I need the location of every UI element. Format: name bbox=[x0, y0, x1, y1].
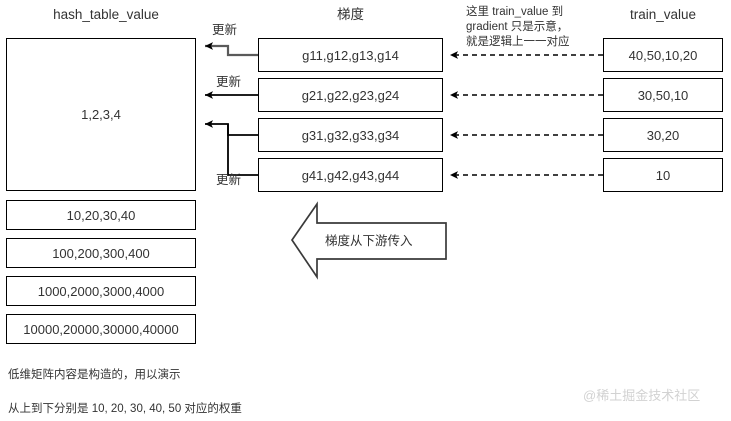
update-label-0: 更新 bbox=[212, 23, 238, 37]
watermark: @稀土掘金技术社区 bbox=[583, 388, 701, 403]
gradient-row-0: g11,g12,g13,g14 bbox=[258, 38, 443, 72]
hash-table-main-box: 1,2,3,4 bbox=[6, 38, 196, 191]
train-value-row-1: 30,50,10 bbox=[603, 78, 723, 112]
train-to-gradient-note: 这里 train_value 到 gradient 只是示意， 就是逻辑上一一对… bbox=[466, 6, 570, 48]
gradient-row-value: g21,g22,g23,g24 bbox=[301, 87, 400, 103]
hash-table-row-3: 10000,20000,30000,40000 bbox=[6, 314, 196, 344]
gradient-row-2: g31,g32,g33,g34 bbox=[258, 118, 443, 152]
hash-table-row-value: 10000,20000,30000,40000 bbox=[23, 321, 179, 337]
gradient-row-value: g31,g32,g33,g34 bbox=[301, 127, 400, 143]
column-title-train-value: train_value bbox=[629, 7, 697, 22]
update-arrow-3 bbox=[205, 120, 258, 136]
hash-table-row-2: 1000,2000,3000,4000 bbox=[6, 276, 196, 306]
update-arrow-4 bbox=[227, 124, 258, 176]
hash-table-row-0: 10,20,30,40 bbox=[6, 200, 196, 230]
hash-table-row-1: 100,200,300,400 bbox=[6, 238, 196, 268]
hash-table-row-value: 100,200,300,400 bbox=[52, 245, 150, 261]
gradient-flow-label: 梯度从下游传入 bbox=[325, 234, 413, 248]
gradient-row-3: g41,g42,g43,g44 bbox=[258, 158, 443, 192]
hash-table-row-value: 1000,2000,3000,4000 bbox=[37, 283, 165, 299]
train-value-row-0: 40,50,10,20 bbox=[603, 38, 723, 72]
gradient-row-1: g21,g22,g23,g24 bbox=[258, 78, 443, 112]
gradient-flow-block-arrow bbox=[290, 201, 447, 280]
footnote-1: 从上到下分别是 10, 20, 30, 40, 50 对应的权重 bbox=[8, 403, 242, 415]
gradient-row-value: g41,g42,g43,g44 bbox=[301, 167, 400, 183]
column-title-gradient: 梯度 bbox=[337, 7, 364, 22]
gradient-row-value: g11,g12,g13,g14 bbox=[302, 47, 399, 63]
footnote-0: 低维矩阵内容是构造的，用以演示 bbox=[8, 369, 181, 381]
train-value-row-value: 40,50,10,20 bbox=[628, 47, 698, 63]
train-value-row-value: 30,20 bbox=[646, 127, 680, 143]
update-label-1: 更新 bbox=[216, 75, 242, 89]
hash-table-main-value: 1,2,3,4 bbox=[81, 107, 121, 122]
update-arrow-1 bbox=[205, 42, 258, 57]
train-value-row-value: 10 bbox=[655, 167, 671, 183]
train-value-row-value: 30,50,10 bbox=[637, 87, 689, 103]
hash-table-row-value: 10,20,30,40 bbox=[66, 207, 136, 223]
column-title-hash-table: hash_table_value bbox=[53, 7, 159, 22]
train-value-row-3: 10 bbox=[603, 158, 723, 192]
update-label-2: 更新 bbox=[216, 173, 242, 187]
train-value-row-2: 30,20 bbox=[603, 118, 723, 152]
